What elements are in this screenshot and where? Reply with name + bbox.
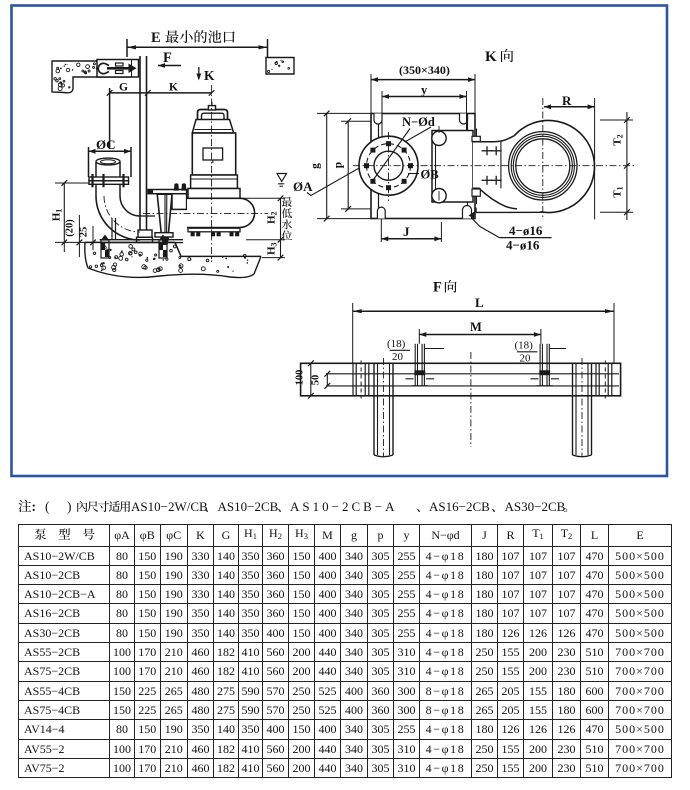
svg-text:20: 20 [392, 351, 404, 363]
svg-text:AS10−2W/CB: AS10−2W/CB [131, 499, 208, 514]
svg-text:(: ( [45, 499, 50, 514]
svg-text:E: E [151, 30, 161, 46]
svg-text:T1: T1 [612, 186, 625, 197]
svg-text:R: R [562, 93, 572, 108]
svg-text::: : [32, 499, 37, 514]
svg-text:M: M [470, 320, 482, 334]
svg-text:25: 25 [79, 227, 90, 238]
svg-text:AS10−2CB: AS10−2CB [218, 499, 279, 514]
svg-text:(350×340): (350×340) [399, 63, 450, 77]
svg-text:L: L [475, 295, 484, 310]
svg-text:20: 20 [520, 353, 532, 365]
svg-text:): ) [67, 499, 72, 514]
svg-text:ØC: ØC [96, 137, 116, 152]
svg-text:AS10−2CB−A: AS10−2CB−A [290, 499, 398, 514]
svg-text:100: 100 [295, 370, 306, 386]
svg-text:AS16−2CB: AS16−2CB [429, 499, 490, 514]
svg-text:(20): (20) [65, 219, 76, 237]
svg-text:K: K [169, 82, 178, 94]
svg-text:K: K [485, 49, 497, 65]
svg-text:J: J [403, 224, 410, 239]
svg-text:ØB: ØB [421, 168, 439, 182]
svg-text:H1: H1 [51, 209, 64, 222]
svg-text:F: F [433, 280, 442, 296]
svg-text:ØA: ØA [293, 179, 313, 194]
svg-text:4−ø16: 4−ø16 [506, 238, 540, 253]
svg-text:y: y [421, 83, 428, 97]
svg-text:(18): (18) [515, 340, 534, 352]
svg-text:N−Ød: N−Ød [402, 115, 435, 129]
svg-text:G: G [119, 82, 128, 94]
svg-text:p: p [333, 162, 345, 168]
svg-text:4−ø16: 4−ø16 [509, 223, 543, 238]
svg-text:T2: T2 [612, 134, 625, 145]
svg-text:K: K [204, 68, 215, 83]
svg-text:F: F [163, 50, 172, 66]
svg-text:(18): (18) [387, 338, 406, 350]
svg-text:AS30−2CB: AS30−2CB [505, 499, 566, 514]
svg-text:50: 50 [311, 375, 322, 386]
svg-text:g: g [310, 163, 322, 169]
svg-text:H2: H2 [266, 211, 279, 224]
svg-text:H3: H3 [266, 242, 279, 255]
